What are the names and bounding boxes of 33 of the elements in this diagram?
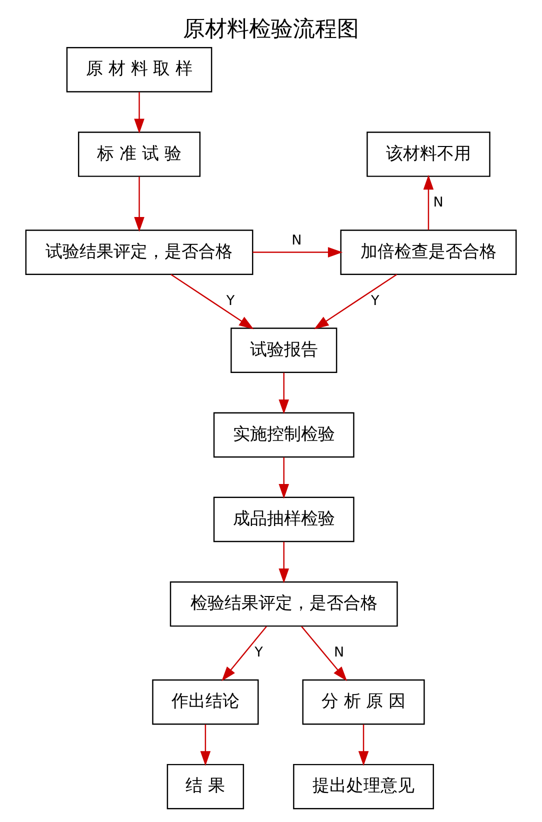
node-box: 加倍检查是否合格 <box>340 230 517 275</box>
node-box: 试验报告 <box>230 328 338 373</box>
node-box: 提出处理意见 <box>293 764 434 810</box>
node-box: 实施控制检验 <box>213 412 354 458</box>
arrow <box>200 724 211 766</box>
node-box: 检验结果评定，是否合格 <box>170 581 398 627</box>
arrow <box>358 724 369 766</box>
arrow <box>278 372 290 414</box>
edge-label: Y <box>226 292 235 309</box>
diagram-title: 原材料检验流程图 <box>183 16 359 42</box>
node-box: 该材料不用 <box>366 132 490 177</box>
arrow <box>252 247 343 258</box>
arrow <box>278 542 290 584</box>
arrow <box>314 274 398 330</box>
arrow <box>134 176 144 232</box>
node-box: 作出结论 <box>152 679 259 725</box>
arrow <box>170 274 254 330</box>
node-box: 结 果 <box>166 764 244 810</box>
arrow <box>278 457 290 499</box>
node-box: 试验结果评定，是否合格 <box>25 230 254 275</box>
arrow <box>134 92 144 134</box>
edge-label: N <box>334 644 344 660</box>
arrow <box>423 174 434 230</box>
node-box: 原 材 料 取 样 <box>66 47 212 92</box>
node-box: 分 析 原 因 <box>302 679 425 725</box>
arrow <box>222 626 267 682</box>
edge-label: N <box>433 194 444 211</box>
node-box: 标 准 试 验 <box>78 132 201 177</box>
edge-label: Y <box>254 644 263 660</box>
edge-label: N <box>292 232 302 249</box>
edge-label: Y <box>371 292 380 309</box>
arrow <box>301 626 348 682</box>
node-box: 成品抽样检验 <box>213 496 354 542</box>
